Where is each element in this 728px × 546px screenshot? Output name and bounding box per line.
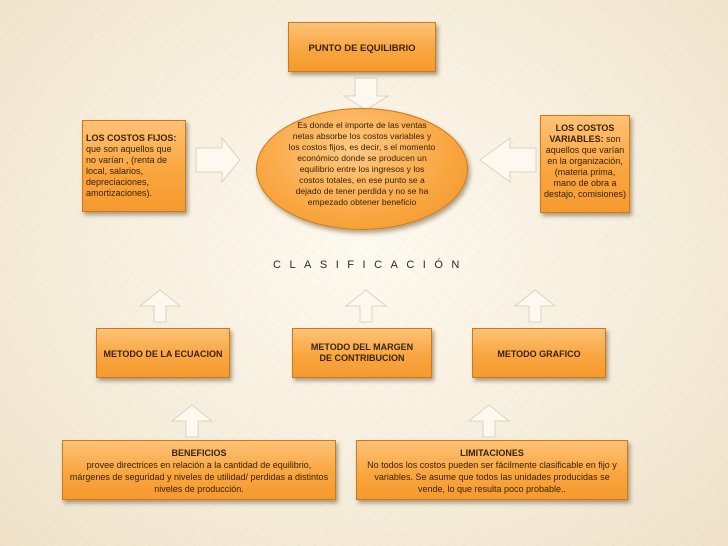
fixed-costs-text: que son aquellos que no varían , (renta … [86,144,172,198]
clasificacion-label: CLASIFICACIÓN [273,259,468,271]
method-grafico-box: METODO GRAFICO [472,328,606,378]
variable-costs-box: LOS COSTOS VARIABLES: son aquellos que v… [540,115,630,213]
benefits-title: BENEFICIOS [171,448,227,458]
definition-ellipse: Es donde el importe de las ventas netas … [256,108,468,230]
arrow-left-variables [479,137,537,183]
arrow-right-fijos [195,136,241,184]
fixed-costs-title: LOS COSTOS FIJOS: [86,133,177,143]
variable-costs-title: LOS COSTOS VARIABLES: [549,123,615,144]
fixed-costs-box: LOS COSTOS FIJOS: que son aquellos que n… [82,120,186,212]
limitations-text: No todos los costos pueden ser fácilment… [367,460,617,494]
method-grafico-label: METODO GRAFICO [497,349,581,359]
method-ecuacion-label: METODO DE LA ECUACION [103,349,223,359]
benefits-text: provee directrices en relación a la cant… [69,460,329,494]
arrow-up-margen [344,289,388,323]
title-box: PUNTO DE EQUILIBRIO [288,22,436,72]
arrow-up-grafico [513,289,557,323]
method-margen-label: METODO DEL MARGEN DE CONTRIBUCION [310,342,414,363]
limitations-title: LIMITACIONES [460,448,524,458]
title-text: PUNTO DE EQUILIBRIO [308,43,416,54]
arrow-up-limitaciones [467,404,511,438]
limitations-box: LIMITACIONES No todos los costos pueden … [356,440,628,500]
method-margen-box: METODO DEL MARGEN DE CONTRIBUCION [292,328,432,378]
benefits-box: BENEFICIOS provee directrices en relació… [62,440,336,500]
variable-costs-text: son aquellos que varían en la organizaci… [543,134,627,199]
method-ecuacion-box: METODO DE LA ECUACION [96,328,230,378]
arrow-up-ecuacion [138,289,182,323]
definition-text: Es donde el importe de las ventas netas … [288,120,436,207]
arrow-down-title [342,77,390,111]
arrow-up-beneficios [170,404,214,438]
